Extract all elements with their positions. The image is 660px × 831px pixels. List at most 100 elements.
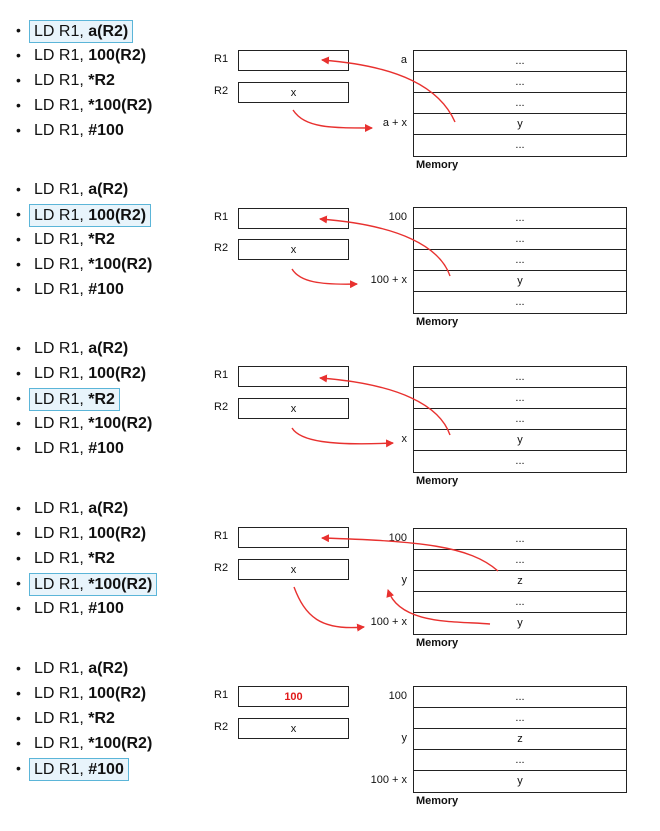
memory-cell: ... [414, 409, 626, 430]
memory-address-label: 100 [388, 690, 407, 702]
instruction-operand: a(R2) [88, 340, 129, 357]
register-r2-label: R2 [214, 562, 229, 574]
instruction-opcode: LD R1, [34, 440, 89, 457]
instruction-operand: *100(R2) [88, 415, 153, 432]
instruction-text: LD R1, *100(R2) [30, 254, 156, 275]
memory-cell: y [414, 114, 626, 135]
instruction-opcode: LD R1, [34, 415, 89, 432]
register-r1-label: R1 [214, 530, 229, 542]
instruction-operand: #100 [88, 440, 124, 457]
instruction-text: LD R1, a(R2) [30, 338, 132, 359]
instruction: • LD R1, #100 [16, 436, 156, 461]
instruction: •LD R1, a(R2) [16, 656, 156, 681]
instruction-text: LD R1, #100 [30, 598, 128, 619]
memory-address-label: 100 [388, 532, 407, 544]
memory-cell: ... [414, 229, 626, 250]
instruction-opcode: LD R1, [34, 550, 89, 567]
instruction: •LD R1, 100(R2) [16, 681, 156, 706]
memory-cell: ... [414, 529, 626, 550]
memory-table: .........y... [413, 366, 627, 473]
memory-cell: ... [515, 139, 525, 151]
bullet: • [16, 47, 21, 63]
instruction-text: LD R1, #100 [29, 758, 129, 781]
register-r2-label: R2 [214, 401, 229, 413]
register-r2-box: x [238, 559, 349, 580]
instruction-opcode: LD R1, [34, 256, 89, 273]
bullet: • [16, 525, 21, 541]
instruction-operand: #100 [88, 600, 124, 617]
panel-2: •LD R1, a(R2)•LD R1, 100(R2)•LD R1, *R2•… [0, 177, 660, 337]
panel-1: •LD R1, a(R2)•LD R1, 100(R2)•LD R1, *R2•… [0, 18, 660, 178]
instruction-list: •LD R1, a(R2)•LD R1, 100(R2)•LD R1, *R2•… [16, 496, 158, 621]
instruction-opcode: LD R1, [34, 391, 89, 408]
bullet: • [16, 760, 21, 776]
instruction: • LD R1, 100(R2) [16, 521, 157, 546]
instruction-opcode: LD R1, [34, 576, 89, 593]
bullet: • [16, 440, 21, 456]
instruction: •LD R1, #100 [16, 277, 156, 302]
highlighted-instruction: •LD R1, *100(R2) [16, 571, 158, 596]
instruction-opcode: LD R1, [34, 500, 89, 517]
register-r1-label: R1 [214, 369, 229, 381]
highlighted-instruction: • LD R1, a(R2) [16, 18, 156, 43]
instruction-list: •LD R1, a(R2)•LD R1, 100(R2)•LD R1, *R2•… [16, 656, 156, 781]
instruction-text: LD R1, *100(R2) [29, 573, 158, 596]
instruction-text: LD R1, *100(R2) [30, 413, 156, 434]
bullet: • [16, 550, 21, 566]
register-r1-box [238, 208, 349, 229]
instruction-opcode: LD R1, [34, 181, 89, 198]
bullet: • [16, 256, 21, 272]
bullet: • [16, 181, 21, 197]
instruction: •LD R1, *R2 [16, 227, 156, 252]
instruction-text: LD R1, 100(R2) [30, 45, 150, 66]
instruction-operand: #100 [88, 122, 124, 139]
memory-label: Memory [416, 637, 459, 649]
instruction-operand: *100(R2) [88, 735, 153, 752]
memory-cell: ... [414, 592, 626, 613]
memory-table: ......z...y [413, 686, 627, 793]
instruction-operand: *R2 [88, 550, 115, 567]
instruction-operand: a(R2) [88, 500, 129, 517]
memory-cell: ... [515, 455, 525, 467]
instruction: • LD R1, 100(R2) [16, 43, 156, 68]
memory-cell: z [414, 571, 626, 592]
instruction: •LD R1, a(R2) [16, 336, 156, 361]
instruction-list: •LD R1, a(R2)•LD R1, 100(R2)•LD R1, *R2•… [16, 336, 156, 461]
memory-address-label: 100 + x [370, 274, 407, 286]
instruction-operand: *R2 [88, 710, 115, 727]
instruction: •LD R1, a(R2) [16, 496, 157, 521]
memory-cell: ... [414, 250, 626, 271]
memory-cell: y [414, 271, 626, 292]
memory-cell: y [517, 775, 523, 787]
memory-cell: ... [414, 93, 626, 114]
instruction-operand: a(R2) [88, 660, 129, 677]
bullet: • [16, 22, 21, 38]
instruction-operand: a(R2) [88, 23, 129, 40]
instruction-operand: 100(R2) [88, 207, 147, 224]
instruction-opcode: LD R1, [34, 710, 89, 727]
register-r2-box: x [238, 239, 349, 260]
instruction-operand: 100(R2) [88, 47, 147, 64]
bullet: • [16, 710, 21, 726]
instruction-operand: *R2 [88, 391, 115, 408]
highlighted-instruction: • LD R1, #100 [16, 756, 156, 781]
instruction-opcode: LD R1, [34, 761, 89, 778]
memory-label: Memory [416, 475, 459, 487]
instruction-text: LD R1, 100(R2) [30, 523, 150, 544]
instruction-opcode: LD R1, [34, 23, 89, 40]
instruction-text: LD R1, a(R2) [30, 179, 132, 200]
memory-address-label: y [401, 574, 408, 586]
bullet: • [16, 231, 21, 247]
instruction-opcode: LD R1, [34, 365, 89, 382]
memory-table: .........y... [413, 50, 627, 157]
register-r1-box [238, 366, 349, 387]
register-r2-box: x [238, 718, 349, 739]
instruction-text: LD R1, a(R2) [29, 20, 134, 43]
highlighted-instruction: •LD R1, 100(R2) [16, 202, 156, 227]
instruction-text: LD R1, *R2 [30, 548, 119, 569]
instruction: •LD R1, *100(R2) [16, 731, 156, 756]
instruction: •LD R1, *R2 [16, 68, 156, 93]
instruction: • LD R1, a(R2) [16, 177, 156, 202]
memory-address-label: x [401, 433, 408, 445]
instruction-text: LD R1, *R2 [30, 70, 119, 91]
